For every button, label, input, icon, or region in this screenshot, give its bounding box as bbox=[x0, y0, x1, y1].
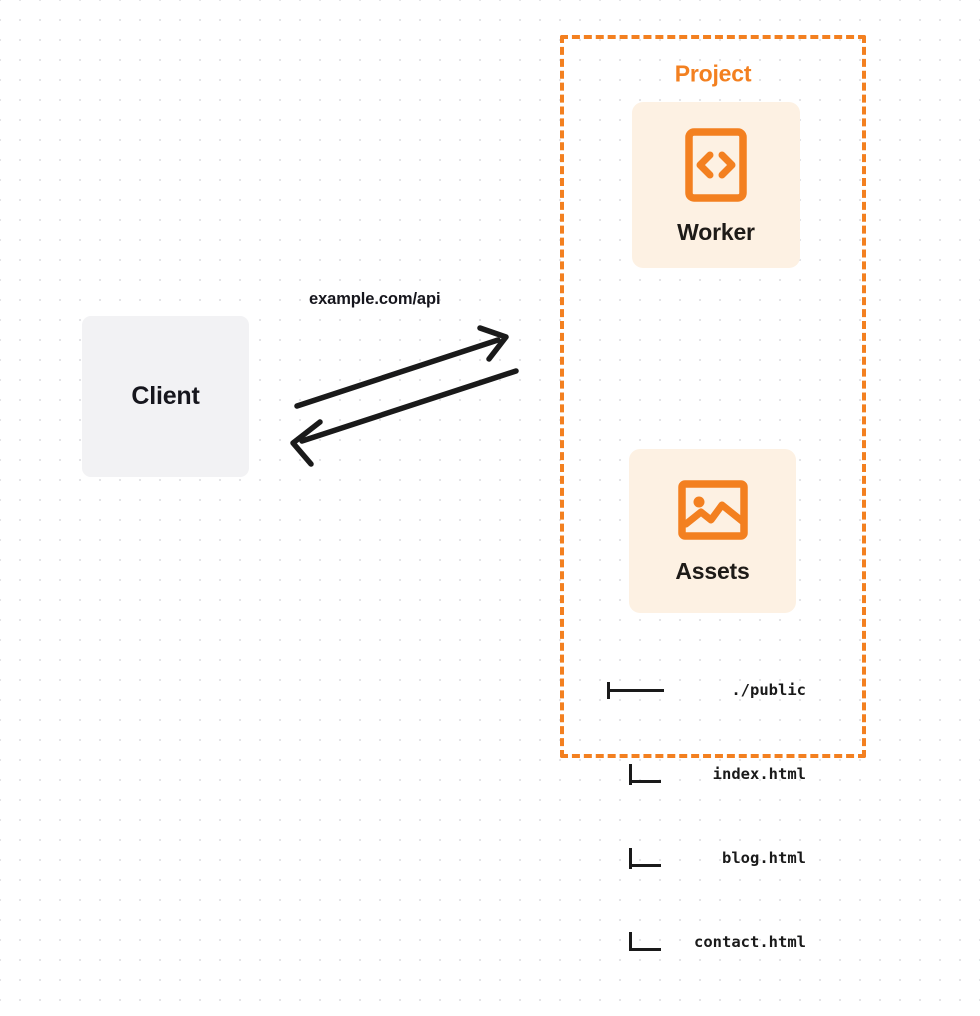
file-tree-row: index.html bbox=[606, 764, 806, 785]
worker-card[interactable]: Worker bbox=[632, 102, 800, 268]
client-node[interactable]: Client bbox=[82, 316, 249, 477]
file-tree-root-label: ./public bbox=[731, 681, 806, 699]
response-arrow bbox=[290, 368, 519, 467]
assets-card[interactable]: Assets bbox=[629, 449, 796, 613]
project-container: Project bbox=[560, 35, 866, 758]
connection-label: example.com/api bbox=[309, 290, 441, 308]
diagram-canvas: Client example.com/api Project Worker bbox=[82, 35, 866, 951]
file-tree-entry-label: index.html bbox=[712, 765, 806, 783]
assets-card-label: Assets bbox=[675, 558, 750, 584]
tree-last-branch-glyph bbox=[606, 932, 670, 953]
file-tree-root-row: ./public bbox=[606, 680, 806, 701]
tree-branch-glyph bbox=[606, 680, 670, 701]
worker-card-label: Worker bbox=[677, 219, 755, 245]
file-tree-row: contact.html bbox=[606, 932, 806, 953]
request-arrow bbox=[294, 325, 509, 409]
code-brackets-icon bbox=[685, 128, 747, 202]
tree-branch-glyph bbox=[606, 848, 670, 869]
file-tree-entry-label: contact.html bbox=[694, 933, 806, 951]
client-label: Client bbox=[131, 382, 200, 410]
file-tree-entry-label: blog.html bbox=[722, 849, 806, 867]
project-title: Project bbox=[667, 62, 759, 86]
image-photo-icon bbox=[677, 480, 748, 540]
file-tree-row: blog.html bbox=[606, 848, 806, 869]
asset-file-tree: ./public index.html blog.html contact.ht… bbox=[606, 617, 806, 1016]
tree-branch-glyph bbox=[606, 764, 670, 785]
